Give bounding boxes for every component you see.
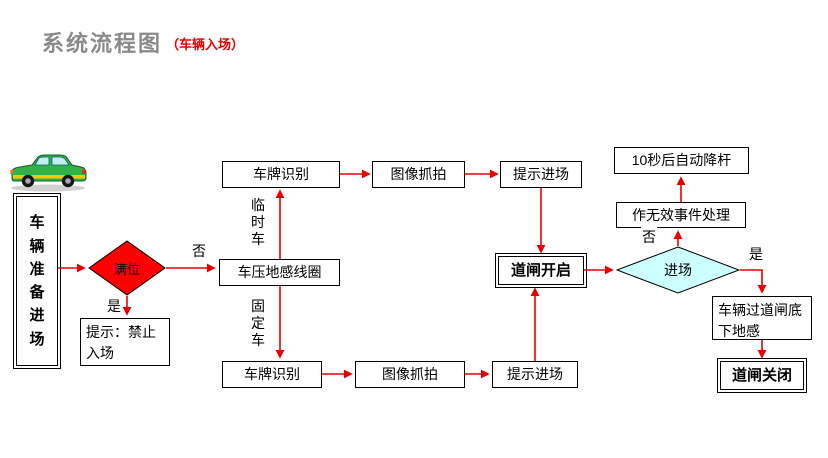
node-vehicle-prepare-enter-label: 车辆准备进场: [29, 214, 45, 348]
node-gate-close: 道闸关闭: [720, 361, 804, 390]
arrow-entered-yes-to-pass-sensor: [740, 269, 767, 294]
edge-label-fixed-car: 固定车: [250, 298, 266, 349]
decision-lot-full: 满位: [88, 240, 166, 296]
node-invalid-event-handling: 作无效事件处理: [616, 202, 746, 228]
node-pass-gate-sensor: 车辆过道闸底下地感: [712, 296, 812, 340]
edge-label-yes-2: 是: [748, 244, 764, 264]
node-auto-drop-10s: 10秒后自动降杆: [614, 147, 749, 174]
edge-label-yes-1: 是: [106, 296, 122, 316]
edge-label-no-2: 否: [641, 227, 657, 247]
edge-label-no-1: 否: [191, 241, 207, 261]
decision-entered: 进场: [616, 246, 740, 294]
node-plate-recognition-top: 车牌识别: [222, 161, 340, 188]
node-image-capture-top: 图像抓拍: [372, 161, 465, 188]
node-prompt-enter-bottom: 提示进场: [492, 361, 578, 388]
decision-entered-shape: [616, 246, 740, 294]
node-vehicle-prepare-enter: 车辆准备进场: [16, 196, 58, 366]
page-title: 系统流程图（车辆入场）: [42, 26, 244, 58]
title-main: 系统流程图: [42, 31, 163, 56]
node-plate-recognition-bottom: 车牌识别: [222, 361, 322, 388]
title-sub: （车辆入场）: [166, 37, 245, 52]
node-image-capture-bottom: 图像抓拍: [355, 361, 465, 388]
decision-lot-full-label: 满位: [113, 261, 140, 277]
node-ground-coil: 车压地感线圈: [219, 259, 340, 286]
node-prompt-enter-top: 提示进场: [500, 161, 582, 188]
edge-label-temp-car: 临时车: [250, 197, 266, 248]
node-gate-open: 道闸开启: [498, 256, 584, 285]
decision-entered-label: 进场: [664, 262, 692, 278]
decision-lot-full-shape: [88, 240, 166, 296]
car-icon: [10, 154, 87, 192]
node-deny-entry: 提示：禁止入场: [80, 318, 170, 366]
